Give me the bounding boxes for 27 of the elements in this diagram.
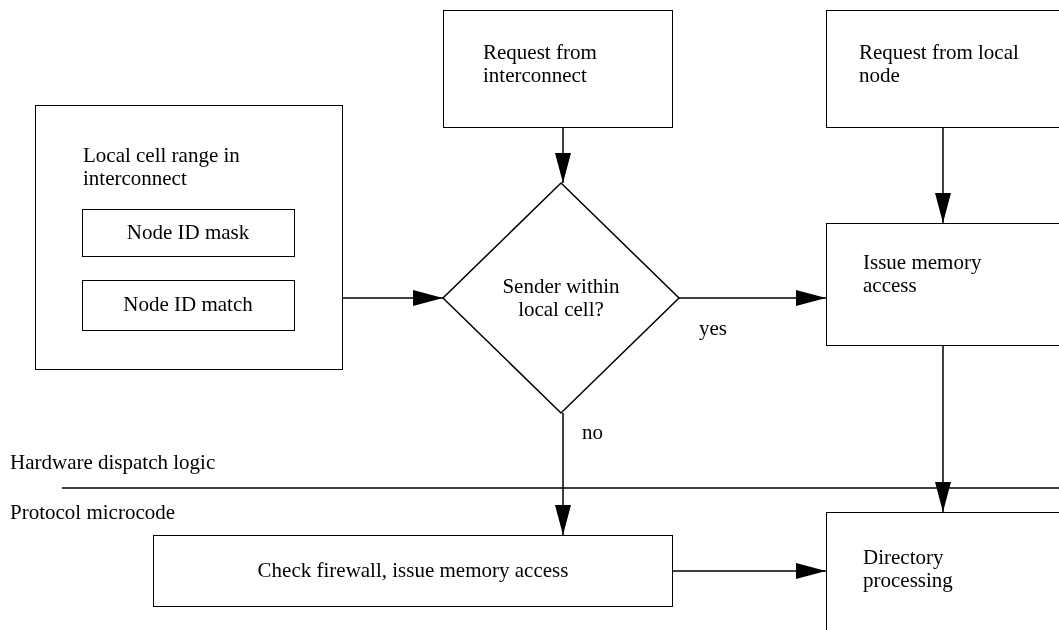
- process-box: [81, 208, 295, 257]
- arrow: [342, 290, 444, 306]
- node-text: Issue memory access: [863, 251, 983, 298]
- process-box: [826, 10, 1059, 128]
- node-text: Check firewall, issue memory access: [257, 559, 569, 583]
- arrow: [555, 412, 571, 536]
- process-box: [826, 223, 1059, 346]
- process-box: [153, 535, 673, 607]
- arrow: [555, 127, 571, 184]
- arrow: [672, 563, 827, 579]
- layer-label: Hardware dispatch logic: [10, 450, 216, 475]
- node-text: Local cell range in interconnect: [83, 144, 241, 191]
- node-text: Node ID mask: [126, 220, 250, 245]
- node-text: Request from local node: [859, 41, 1020, 88]
- node-text: Sender within local cell?: [501, 274, 621, 322]
- node-text: Node ID match: [123, 293, 253, 317]
- node-text: Directory processing: [863, 546, 954, 593]
- process-box: [35, 105, 343, 370]
- process-box: [826, 512, 1059, 630]
- process-box: [443, 10, 673, 128]
- node-text: Request from interconnect: [483, 41, 598, 88]
- process-box: [81, 279, 295, 331]
- layer-label: Protocol microcode: [10, 500, 176, 525]
- arrow: [935, 127, 951, 224]
- arrow: [935, 345, 951, 513]
- arrow: [678, 290, 827, 306]
- decision-diamond: [443, 183, 679, 413]
